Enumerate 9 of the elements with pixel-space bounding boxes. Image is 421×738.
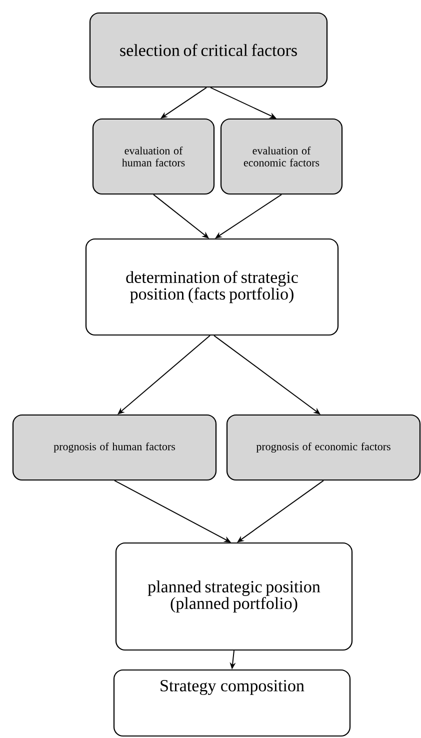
process-box: evaluation of economic factors [220,118,343,195]
process-box: Strategy composition [113,669,351,737]
process-box: prognosis of human factors [12,414,217,481]
arrow [118,335,210,414]
process-box: planned strategic position (planned portfolio) [115,542,353,651]
process-box: determination of strategic position (facts portfolio) [85,238,339,336]
process-box: selection of critical factors [89,12,328,88]
process-box: evaluation of human factors [92,118,215,195]
process-box: prognosis of economic factors [226,414,421,481]
